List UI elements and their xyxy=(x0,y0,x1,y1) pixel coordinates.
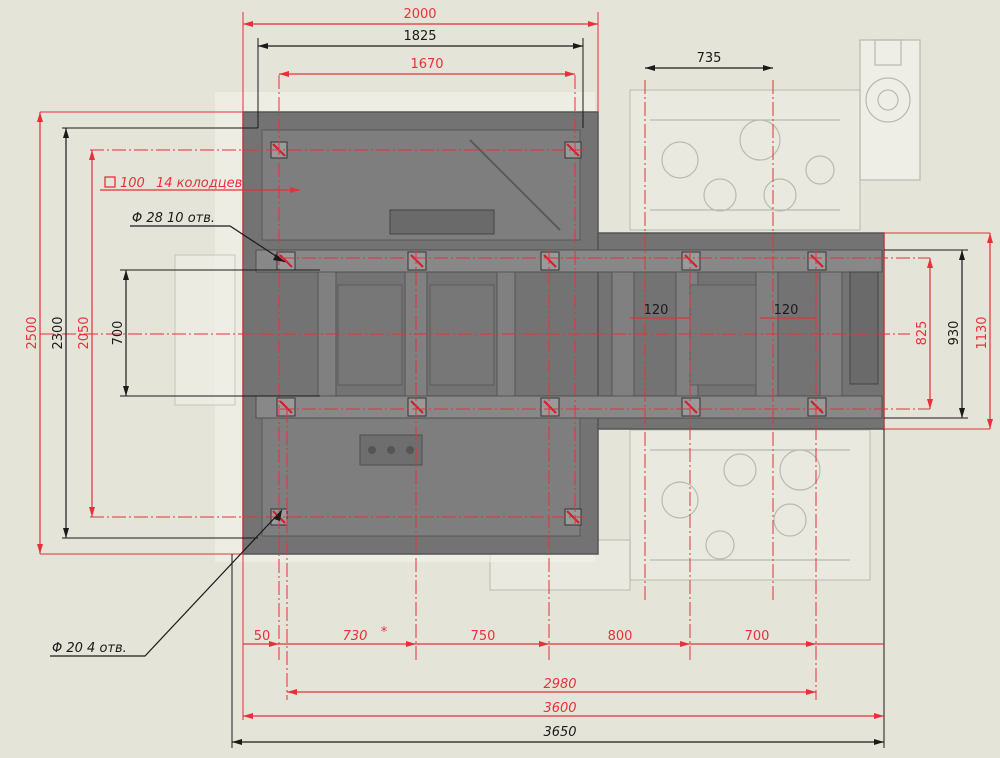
dim-120-b: 120 xyxy=(774,303,799,318)
dim-3650: 3650 xyxy=(543,725,576,740)
dim-825: 825 xyxy=(915,321,930,346)
dim-700-bottom: 700 xyxy=(745,629,770,644)
dim-arrows-red xyxy=(37,21,993,719)
bolt-marks xyxy=(272,143,824,524)
dim-730-mark: * xyxy=(381,625,388,640)
leader-lines xyxy=(50,225,286,657)
dim-arrows-black xyxy=(63,43,965,745)
note-holes-20: Φ 20 4 отв. xyxy=(52,641,127,656)
dim-120-a: 120 xyxy=(644,303,669,318)
dim-2500: 2500 xyxy=(25,316,40,349)
square-symbol-icon xyxy=(104,176,116,188)
dim-700-left: 700 xyxy=(111,321,126,346)
extension-lines-black xyxy=(62,38,968,748)
dim-800: 800 xyxy=(608,629,633,644)
dim-1130: 1130 xyxy=(975,316,990,349)
dim-1825: 1825 xyxy=(403,29,436,44)
axis-lines xyxy=(40,75,930,700)
dim-750: 750 xyxy=(471,629,496,644)
dim-2980: 2980 xyxy=(543,677,576,692)
main-frame xyxy=(242,111,885,555)
dim-730: 730 xyxy=(343,629,368,644)
dim-930: 930 xyxy=(947,321,962,346)
dim-2000: 2000 xyxy=(403,7,436,22)
dim-3600: 3600 xyxy=(543,701,576,716)
dim-2050: 2050 xyxy=(77,316,92,349)
dim-2300: 2300 xyxy=(51,316,66,349)
dim-50: 50 xyxy=(254,629,271,644)
note-wells: 14 колодцев xyxy=(156,176,242,191)
dim-lines-black xyxy=(65,45,963,743)
note-wells-square: 100 xyxy=(120,176,145,191)
dim-1670: 1670 xyxy=(410,57,443,72)
dim-735: 735 xyxy=(697,51,722,66)
dim-lines-red xyxy=(39,23,991,717)
note-holes-28: Φ 28 10 отв. xyxy=(132,211,215,226)
